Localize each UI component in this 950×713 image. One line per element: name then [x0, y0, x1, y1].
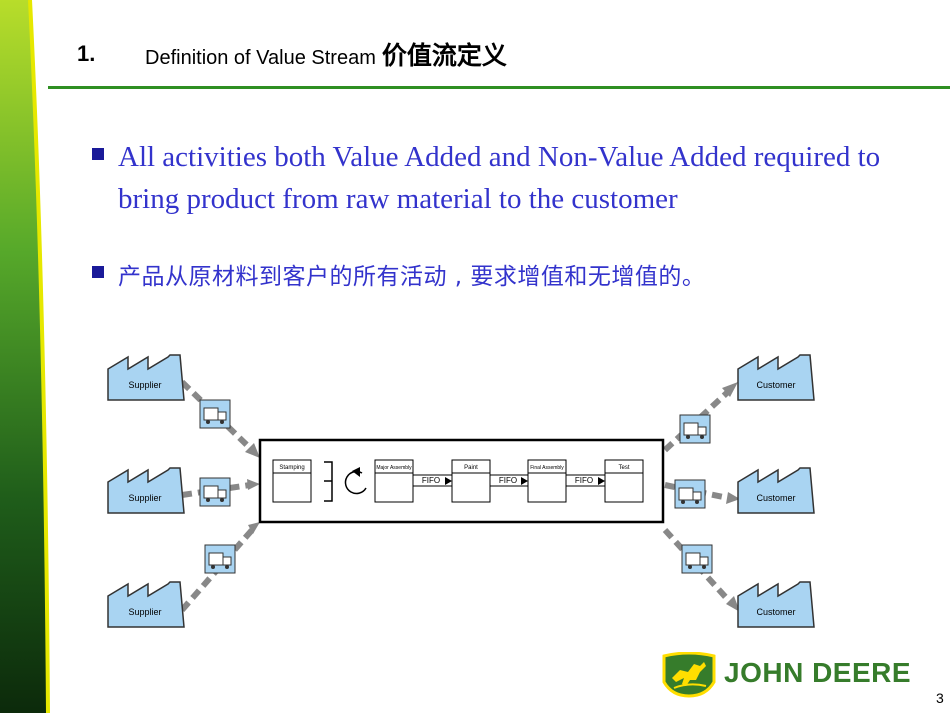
fifo-lane: FIFO: [490, 474, 528, 487]
slide-title-en: Definition of Value Stream: [145, 47, 376, 69]
fifo-label: FIFO: [575, 476, 593, 485]
slide-number: 1.: [77, 41, 96, 66]
customer-factory: Customer: [737, 467, 815, 514]
supplier-factory: Supplier: [107, 581, 185, 628]
truck-icon: [204, 544, 236, 574]
supplier-factory: Supplier: [107, 467, 185, 514]
customer-factory: Customer: [737, 581, 815, 628]
customer-label: Customer: [756, 380, 795, 390]
customer-factory: Customer: [737, 354, 815, 401]
truck-icon: [199, 399, 231, 429]
slide-title-cn: 价值流定义: [381, 42, 507, 70]
bullet-text-en: All activities both Value Added and Non-…: [118, 141, 881, 215]
truck-icon: [199, 477, 231, 507]
supplier-label: Supplier: [128, 607, 161, 617]
fifo-label: FIFO: [422, 476, 440, 485]
truck-icon: [679, 414, 711, 444]
process-box-stamping: Stamping: [272, 459, 312, 503]
process-label: Paint: [464, 465, 478, 471]
customer-label: Customer: [756, 493, 795, 503]
fifo-label: FIFO: [499, 476, 517, 485]
push-arrow-icon: [344, 467, 367, 495]
brand-name: JOHN DEERE: [724, 657, 912, 688]
process-label: Final Assembly: [530, 465, 564, 471]
process-label: Test: [618, 465, 629, 471]
supplier-factory: Supplier: [107, 354, 185, 401]
process-label: Stamping: [279, 465, 304, 471]
left-decorative-band: [0, 0, 50, 713]
supplier-label: Supplier: [128, 380, 161, 390]
process-label: Major Assembly: [376, 465, 412, 471]
factory-icon: [737, 354, 815, 401]
process-box-major-assembly: Major Assembly: [374, 459, 414, 503]
process-box-paint: Paint: [451, 459, 491, 503]
truck-icon: [681, 544, 713, 574]
customer-label: Customer: [756, 607, 795, 617]
supplier-label: Supplier: [128, 493, 161, 503]
title-divider: [48, 86, 950, 89]
arrow-heads: [245, 382, 740, 612]
bullet-marker: [92, 266, 104, 278]
truck-icon: [674, 479, 706, 509]
bullet-text-cn: 产品从原材料到客户的所有活动 , 要求增值和无增值的。: [118, 264, 706, 290]
fifo-lane: FIFO: [413, 474, 452, 487]
process-box-test: Test: [604, 459, 644, 503]
page-number: 3: [936, 690, 944, 706]
john-deere-logo-icon: [662, 652, 716, 698]
fifo-lane: FIFO: [566, 474, 605, 487]
factory-icon: [107, 581, 185, 628]
process-box-final-assembly: Final Assembly: [527, 459, 567, 503]
factory-icon: [737, 581, 815, 628]
factory-icon: [107, 354, 185, 401]
inventory-icon: [324, 461, 333, 502]
factory-icon: [737, 467, 815, 514]
factory-icon: [107, 467, 185, 514]
bullet-marker: [92, 148, 104, 160]
value-stream-diagram: Supplier Supplier Supplier Customer Cust…: [107, 354, 815, 628]
